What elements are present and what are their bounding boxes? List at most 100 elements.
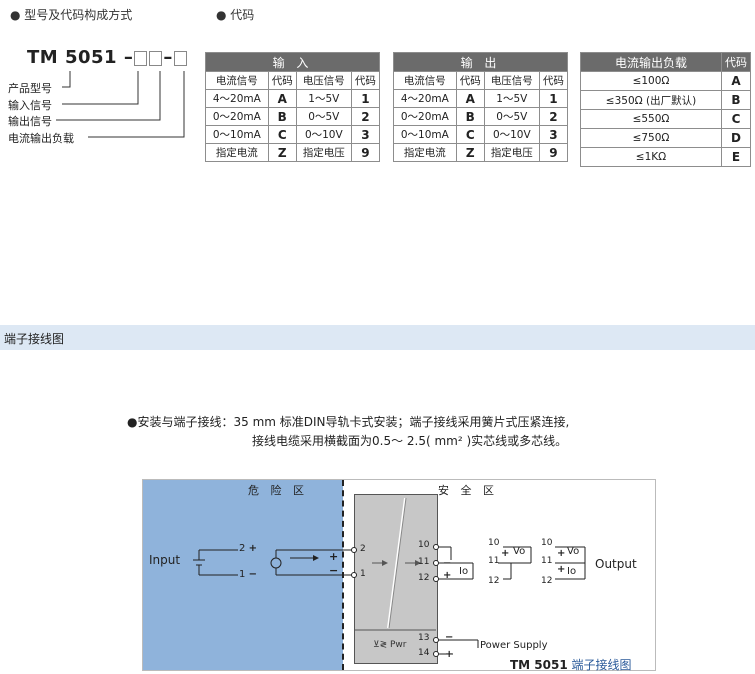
- section-band: 端子接线图: [0, 325, 755, 350]
- out2-vo-label: Vo: [567, 546, 580, 557]
- module-terminal-2: 2: [360, 544, 366, 554]
- cell: D: [721, 128, 751, 148]
- cell: 3: [538, 125, 569, 144]
- input-terminal-1: 1 −: [239, 569, 257, 580]
- power-plus-sign: +: [445, 649, 454, 660]
- caption-text: 端子接线图: [571, 658, 632, 672]
- output-header-voltage: 电压信号: [483, 71, 540, 90]
- cell: 0～10mA: [393, 125, 457, 144]
- module-terminal-14: 14: [418, 648, 430, 658]
- module-terminal-12: 12: [418, 573, 430, 583]
- cell: 4～20mA: [205, 89, 269, 108]
- out2-plus-sign-vo: +: [557, 548, 566, 559]
- cell: B: [721, 90, 751, 110]
- cell: Z: [267, 143, 297, 162]
- cell: 0～10V: [483, 125, 540, 144]
- model-code-heading: ● 型号及代码构成方式: [10, 8, 133, 22]
- out1-terminal-11: 11: [488, 556, 500, 566]
- cell: ≤1KΩ: [580, 147, 722, 167]
- section-band-title: 端子接线图: [4, 332, 65, 346]
- cell: Z: [455, 143, 485, 162]
- cell: 4～20mA: [393, 89, 457, 108]
- wiring-lines: [193, 497, 586, 657]
- label-input-signal: 输入信号: [8, 99, 52, 112]
- label-output-signal: 输出信号: [8, 115, 52, 128]
- cell: 1～5V: [295, 89, 352, 108]
- cell: 指定电压: [295, 143, 352, 162]
- load-header-code: 代码: [721, 52, 751, 72]
- cell: A: [721, 71, 751, 91]
- input-code-box: [134, 50, 148, 66]
- out1-terminal-12: 12: [488, 576, 500, 586]
- cell: 2: [350, 107, 381, 126]
- safe-zone-label: 安 全 区: [438, 484, 498, 497]
- cell: 9: [350, 143, 381, 162]
- cell: 2: [538, 107, 569, 126]
- input-header-voltage: 电压信号: [295, 71, 352, 90]
- cell: C: [455, 125, 485, 144]
- out2-terminal-10: 10: [541, 538, 553, 548]
- table-row: ≤350Ω (出厂默认)B: [580, 90, 751, 110]
- model-code: TM 5051 ––: [27, 47, 188, 68]
- cell: 0～5V: [483, 107, 540, 126]
- cell: ≤100Ω: [580, 71, 722, 91]
- input-header-code2: 代码: [350, 71, 381, 90]
- load-header-load: 电流输出负载: [580, 52, 722, 72]
- cell: 1: [538, 89, 569, 108]
- barrier-plus-sign: +: [329, 550, 339, 563]
- cell: ≤550Ω: [580, 109, 722, 129]
- install-note-line2: 接线电缆采用横截面为0.5～ 2.5( mm² )实芯线或多芯线。: [252, 434, 568, 448]
- output-label: Output: [595, 557, 637, 571]
- input-table-title: 输 入: [205, 52, 380, 72]
- module-terminal-13: 13: [418, 633, 430, 643]
- cell: A: [455, 89, 485, 108]
- model-leader-lines: [56, 71, 185, 138]
- barrier-minus-sign: −: [329, 564, 339, 577]
- power-supply-label: Power Supply: [480, 640, 548, 651]
- cell: 0～10V: [295, 125, 352, 144]
- cell: 1: [350, 89, 381, 108]
- model-name: TM 5051: [27, 47, 118, 68]
- cell: 指定电流: [393, 143, 457, 162]
- cell: 指定电压: [483, 143, 540, 162]
- cell: 1～5V: [483, 89, 540, 108]
- io-label: Io: [459, 566, 469, 577]
- cell: 0～20mA: [205, 107, 269, 126]
- output-table-title: 输 出: [393, 52, 568, 72]
- out2-io-label: Io: [567, 566, 577, 577]
- out1-plus-sign: +: [501, 548, 510, 559]
- cell: E: [721, 147, 751, 167]
- module-plus-sign: +: [443, 570, 452, 581]
- module-terminal-11: 11: [418, 557, 430, 567]
- cell: ≤750Ω: [580, 128, 722, 148]
- cell: 3: [350, 125, 381, 144]
- out1-vo-label: Vo: [513, 546, 526, 557]
- input-terminal-2: 2 +: [239, 543, 257, 554]
- cell: 0～10mA: [205, 125, 269, 144]
- install-note-line1: ●安装与端子接线：35 mm 标准DIN导轨卡式安装；端子接线采用簧片式压紧连接…: [127, 415, 570, 429]
- output-header-code2: 代码: [538, 71, 569, 90]
- out2-plus-sign-io: +: [557, 564, 566, 575]
- power-minus-sign: −: [445, 632, 454, 643]
- cell: A: [267, 89, 297, 108]
- cell: B: [455, 107, 485, 126]
- module-terminal-10: 10: [418, 540, 430, 550]
- output-code-box: [149, 50, 163, 66]
- cell: C: [721, 109, 751, 129]
- output-header-current: 电流信号: [393, 71, 457, 90]
- cell: 9: [538, 143, 569, 162]
- wiring-diagram: 危 险 区 安 全 区: [142, 479, 656, 672]
- hazard-zone-label: 危 险 区: [248, 484, 308, 497]
